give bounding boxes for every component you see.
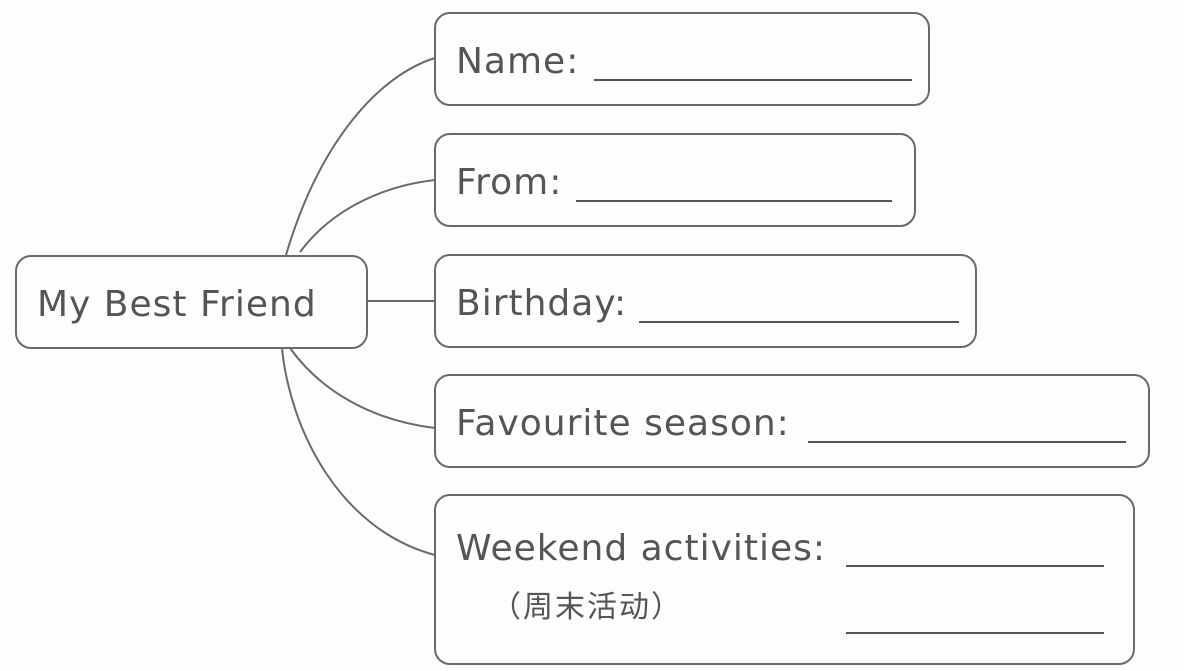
branch-weekend-label: Weekend activities: bbox=[456, 528, 827, 569]
branch-name-label: Name: bbox=[456, 41, 580, 82]
branch-birthday-box: Birthday: bbox=[434, 254, 977, 348]
branch-season-label: Favourite season: bbox=[456, 403, 790, 444]
birthday-answer-line[interactable] bbox=[639, 321, 959, 323]
branch-weekend-box: Weekend activities: （周末活动） bbox=[434, 494, 1135, 665]
branch-birthday-label: Birthday: bbox=[456, 283, 628, 324]
name-answer-line[interactable] bbox=[594, 79, 912, 81]
center-node: My Best Friend bbox=[15, 255, 368, 349]
center-label: My Best Friend bbox=[37, 284, 317, 325]
branch-name-box: Name: bbox=[434, 12, 930, 106]
branch-from-label: From: bbox=[456, 162, 563, 203]
branch-season-box: Favourite season: bbox=[434, 374, 1150, 468]
connector-from bbox=[299, 179, 436, 253]
season-answer-line[interactable] bbox=[808, 441, 1126, 443]
connector-name bbox=[285, 57, 436, 256]
weekend-answer-line-1[interactable] bbox=[846, 565, 1104, 567]
connector-weekend bbox=[281, 347, 436, 556]
branch-weekend-note: （周末活动） bbox=[491, 590, 683, 625]
from-answer-line[interactable] bbox=[576, 200, 892, 202]
branch-from-box: From: bbox=[434, 133, 916, 227]
connector-season bbox=[289, 347, 436, 429]
weekend-answer-line-2[interactable] bbox=[846, 632, 1104, 634]
